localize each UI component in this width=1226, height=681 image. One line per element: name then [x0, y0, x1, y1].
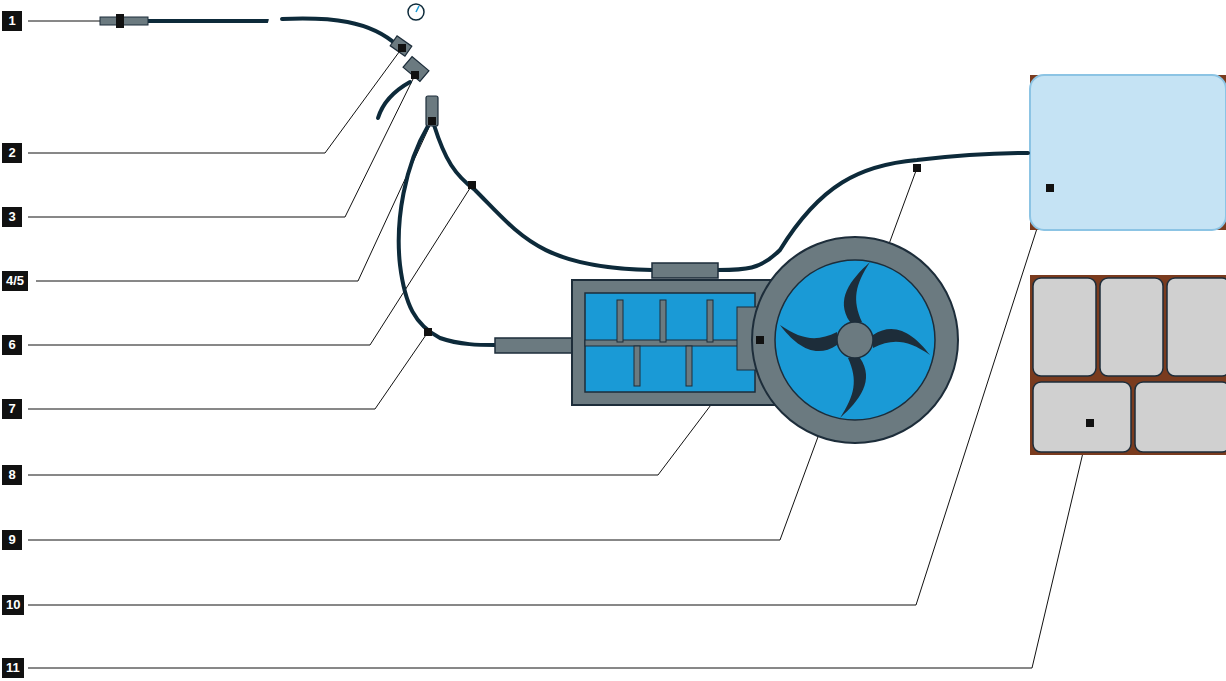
callout-number: 1 — [2, 11, 22, 31]
callout-number: 9 — [2, 530, 22, 550]
callout-number: 3 — [2, 207, 22, 227]
y-connectors — [390, 4, 438, 126]
tube-break — [268, 13, 280, 28]
impeller — [752, 237, 958, 443]
callout-number: 11 — [2, 658, 24, 678]
callout-number: 6 — [2, 335, 22, 355]
callout-number: 2 — [2, 143, 22, 163]
callout-number: 4/5 — [2, 271, 28, 291]
callout-number: 8 — [2, 465, 22, 485]
callout-number: 7 — [2, 399, 22, 419]
leader-lines — [28, 21, 1090, 668]
tube-connector — [100, 14, 148, 28]
leader-markers — [398, 44, 1094, 427]
callout-number: 10 — [2, 595, 24, 615]
pad-set — [1030, 275, 1226, 455]
pump-housing — [495, 263, 792, 405]
fluid-bag — [1030, 75, 1226, 230]
